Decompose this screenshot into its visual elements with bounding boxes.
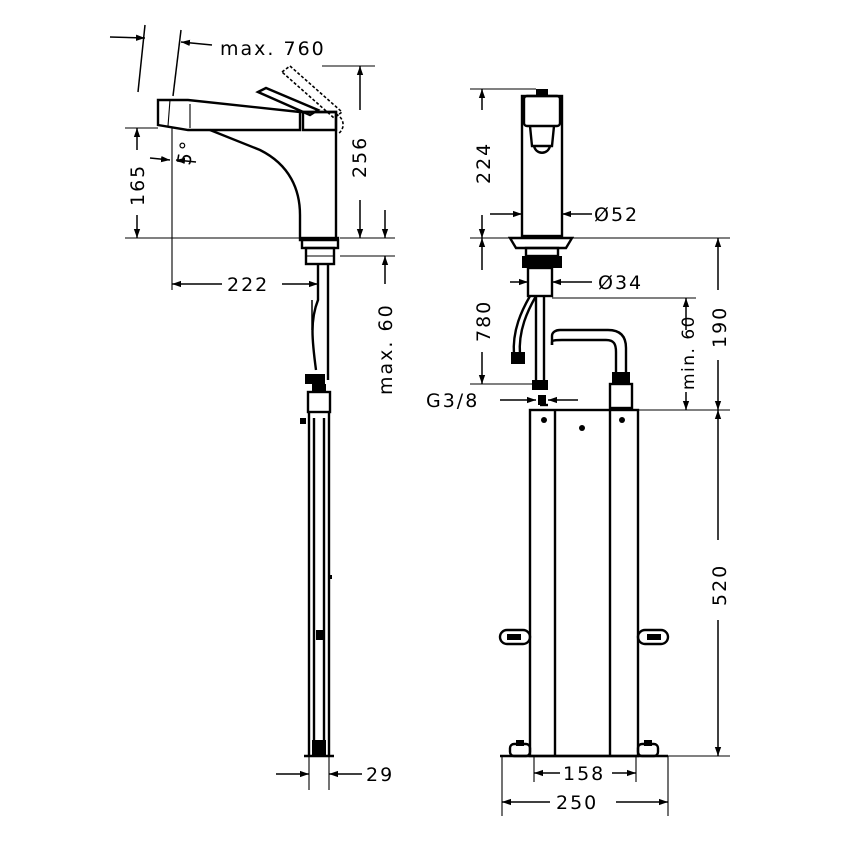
label-body-diameter: Ø52: [594, 204, 639, 226]
label-spout-height-side: 256: [349, 136, 371, 178]
label-cabinet-outer-width: 250: [556, 792, 598, 814]
side-view-faucet: [156, 64, 344, 758]
label-connection-height: 190: [709, 306, 731, 348]
label-projection: 222: [227, 274, 269, 296]
label-base-width-side: 29: [366, 764, 394, 786]
front-view-faucet: [498, 89, 670, 758]
label-front-height: 224: [473, 142, 495, 184]
label-connection-thread: G3/8: [426, 390, 479, 412]
label-tilt-angle: 5°: [173, 138, 199, 167]
label-hose-clearance-min: min. 60: [679, 315, 699, 390]
front-view-dimensions: [470, 88, 730, 816]
side-view-dimensions: [109, 24, 395, 790]
label-threshold-max: max. 60: [375, 303, 397, 395]
label-outlet-height: 165: [127, 164, 149, 206]
label-reach-max: max. 760: [220, 38, 326, 60]
dimension-labels: max. 760 256 165 5° 222 max. 60 29 224 Ø…: [127, 38, 731, 814]
label-shank-diameter: Ø34: [598, 272, 643, 294]
label-cabinet-height: 520: [709, 564, 731, 606]
label-hose-length: 780: [473, 300, 495, 342]
label-cabinet-inner-width: 158: [563, 763, 605, 785]
